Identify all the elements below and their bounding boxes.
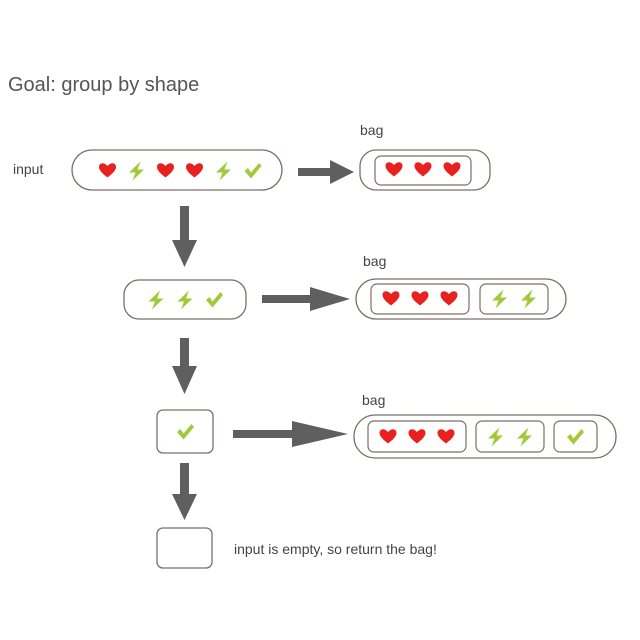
bag-group-lightning-step-3 <box>475 420 545 453</box>
input-container-step-4 <box>156 527 213 569</box>
diagram-title: Goal: group by shape <box>8 74 199 96</box>
empty-input-message: input is empty, so return the bag! <box>234 541 437 557</box>
arrow-right-step-1 <box>298 160 354 184</box>
arrow-right-step-3 <box>233 421 348 447</box>
bag-label-step-3: bag <box>362 392 385 408</box>
input-container-step-3 <box>156 409 214 454</box>
bag-label-step-1: bag <box>360 122 383 138</box>
input-label: input <box>13 161 43 177</box>
arrow-right-step-2 <box>262 287 350 311</box>
bag-label-step-2: bag <box>363 253 386 269</box>
bag-group-lightning-step-2 <box>479 283 549 315</box>
arrow-down-step-1 <box>172 206 197 267</box>
arrow-down-step-2 <box>172 338 197 394</box>
input-container-step-1 <box>71 149 283 191</box>
arrow-down-step-3 <box>172 463 197 520</box>
